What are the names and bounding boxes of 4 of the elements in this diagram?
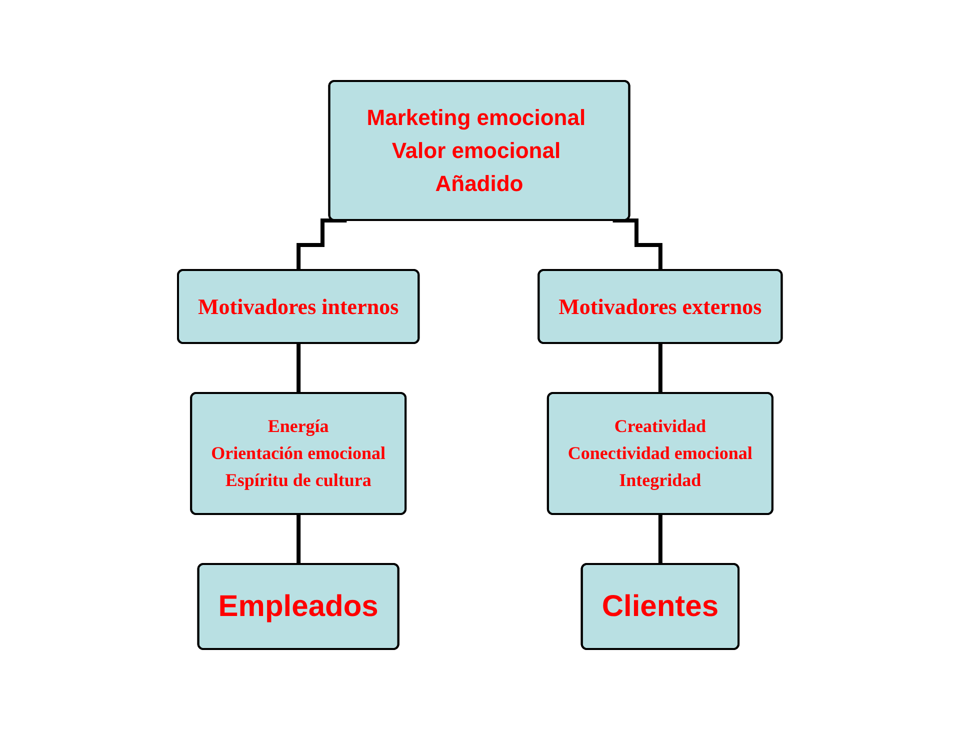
connector (296, 341, 300, 395)
connector (658, 341, 662, 395)
connector (296, 512, 300, 566)
connector (658, 512, 662, 566)
